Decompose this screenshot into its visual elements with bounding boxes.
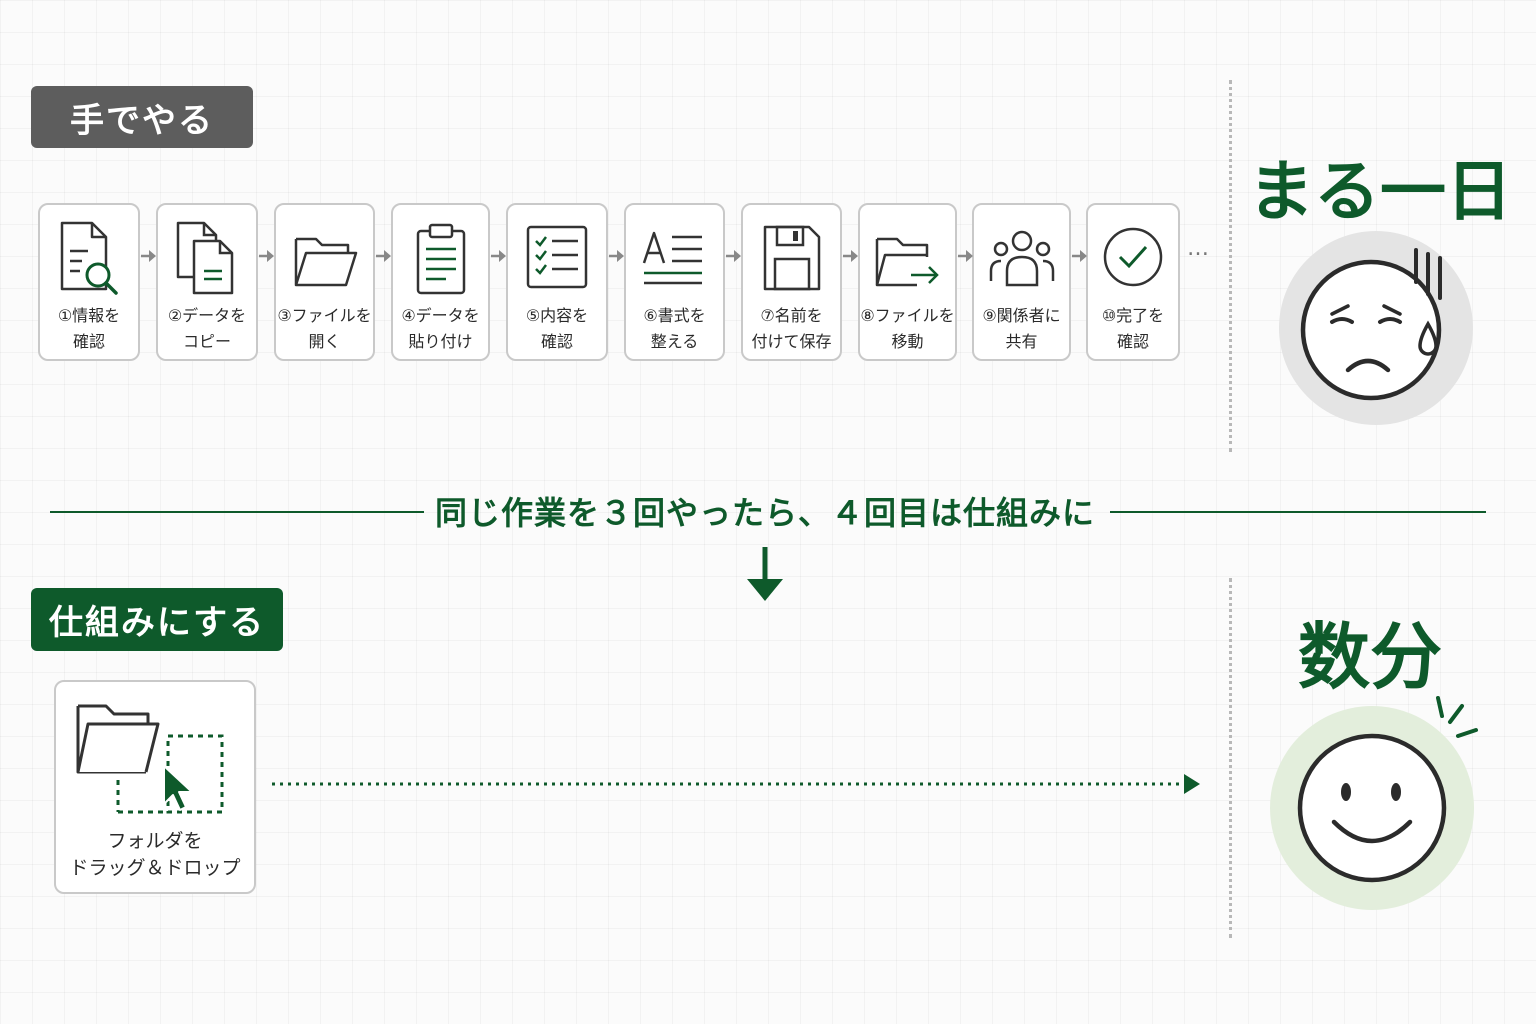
manual-section-label: 手でやる [31,86,253,148]
auto-result-time: 数分 [1297,615,1442,699]
text-format-icon [642,231,702,285]
step-arrow-icon [259,250,274,262]
sad-sweat-face-icon [1279,231,1473,425]
step-2-line2: コピー [182,332,231,351]
step-card-2: ②データをコピー [156,203,258,361]
step-6-line1: ⑥書式を [643,306,706,325]
step-card-1: ①情報を確認 [38,203,140,361]
step-card-10: ⑩完了を確認 [1086,203,1180,361]
step-3-line1: ③ファイルを [277,306,372,325]
step-5-line2: 確認 [540,332,573,351]
step-7-line1: ⑦名前を [760,306,823,325]
check-circle-icon [1103,227,1163,287]
step-6-line2: 整える [650,332,699,351]
step-4-line1: ④データを [401,306,480,325]
step-10-line1: ⑩完了を [1101,306,1165,325]
message-rule-left [50,511,424,513]
checklist-icon [526,225,588,289]
step-arrow-icon [1072,250,1087,262]
step-2-line1: ②データを [167,306,247,325]
step-card-4: ④データを貼り付け [391,203,490,361]
auto-card-line1: フォルダを [107,830,203,852]
key-message: 同じ作業を３回やったら、４回目は仕組みに [434,494,1095,532]
step-10-line2: 確認 [1116,332,1149,351]
divider-top [1229,80,1232,452]
step-card-9: ⑨関係者に共有 [972,203,1071,361]
step-8-line1: ⑧ファイルを [860,306,955,325]
step-card-7: ⑦名前を付けて保存 [741,203,842,361]
clipboard-icon [416,223,465,295]
arrow-down-icon [747,547,783,601]
step-9-line1: ⑨関係者に [982,306,1061,325]
step-3-line2: 開く [308,332,341,351]
step-arrow-icon [726,250,741,262]
step-arrow-icon [376,250,391,262]
more-steps-ellipsis: … [1187,236,1211,261]
folder-drag-drop-icon [76,704,224,814]
step-5-line1: ⑤内容を [525,306,589,325]
happy-face-icon [1270,696,1478,910]
step-1-line2: 確認 [72,332,105,351]
step-1-line1: ①情報を [57,306,121,325]
auto-section-label: 仕組みにする [31,588,283,651]
step-9-line2: 共有 [1005,332,1038,351]
step-card-5: ⑤内容を確認 [506,203,608,361]
copy-documents-icon [176,221,234,295]
auto-card-line2: ドラッグ＆ドロップ [69,857,241,879]
step-card-8: ⑧ファイルを移動 [858,203,957,361]
step-arrow-icon [609,250,624,262]
step-arrow-icon [491,250,506,262]
step-8-line2: 移動 [891,332,924,351]
step-7-line2: 付けて保存 [751,332,832,351]
step-4-line2: 貼り付け [408,332,473,351]
manual-result-time: まる一日 [1248,153,1512,230]
save-icon [763,225,820,291]
step-arrow-icon [958,250,973,262]
message-rule-right [1110,511,1486,513]
step-card-3: ③ファイルを開く [274,203,375,361]
step-card-6: ⑥書式を整える [624,203,725,361]
move-folder-icon [875,237,939,287]
document-search-icon [60,221,118,295]
dotted-arrow-icon [272,774,1200,794]
open-folder-icon [294,237,357,287]
drag-drop-card: フォルダをドラッグ＆ドロップ [54,680,256,894]
step-arrow-icon [843,250,858,262]
people-icon [989,230,1054,287]
divider-bottom [1229,578,1232,938]
step-arrow-icon [141,250,156,262]
